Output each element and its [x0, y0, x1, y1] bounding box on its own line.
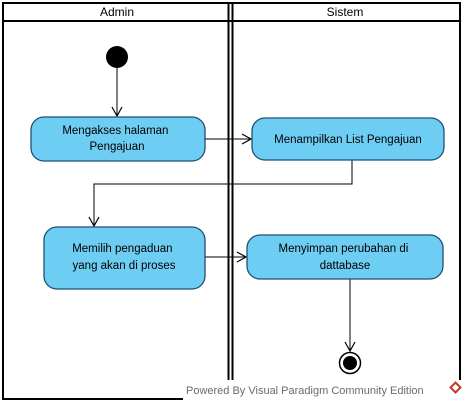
action-label-line-1: Menampilkan List Pengajuan — [274, 134, 422, 146]
initial-node — [106, 46, 128, 68]
action-label-line-1: Mengakses halaman — [62, 125, 168, 137]
action-label-line-2: yang akan di proses — [73, 260, 176, 272]
action-label-line-2: dattabase — [320, 260, 371, 272]
action-menyimpan-perubahan: Menyimpan perubahan di dattabase — [246, 234, 444, 280]
control-flows — [88, 68, 356, 353]
action-mengakses-halaman-pengajuan: Mengakses halaman Pengajuan — [30, 116, 206, 162]
action-label: Mengakses halaman Pengajuan — [62, 125, 171, 153]
action-label: Memilih pengaduan yang akan di proses — [72, 243, 176, 272]
action-label: Menyimpan perubahan di dattabase — [279, 243, 412, 272]
action-menampilkan-list-pengajuan: Menampilkan List Pengajuan — [251, 117, 445, 161]
action-shape — [251, 117, 445, 161]
lane-title-sistem: Sistem — [327, 5, 364, 19]
watermark-text: Powered By Visual Paradigm Community Edi… — [186, 385, 424, 397]
action-shape — [30, 116, 206, 162]
action-shape — [246, 234, 444, 280]
action-shape — [43, 226, 206, 290]
visual-paradigm-logo-icon — [449, 381, 462, 394]
action-label-line-1: Menyimpan perubahan di — [279, 243, 409, 255]
flow-tampil-to-pilih — [88, 160, 353, 228]
lane-title-admin: Admin — [100, 5, 134, 19]
watermark-background — [183, 380, 466, 400]
action-label-line-2: Pengajuan — [90, 141, 145, 153]
final-node — [338, 351, 362, 375]
swimlane-frame — [2, 2, 461, 400]
action-memilih-pengaduan: Memilih pengaduan yang akan di proses — [43, 226, 206, 290]
action-label-line-1: Memilih pengaduan — [72, 243, 172, 255]
action-label: Menampilkan List Pengajuan — [274, 134, 422, 146]
